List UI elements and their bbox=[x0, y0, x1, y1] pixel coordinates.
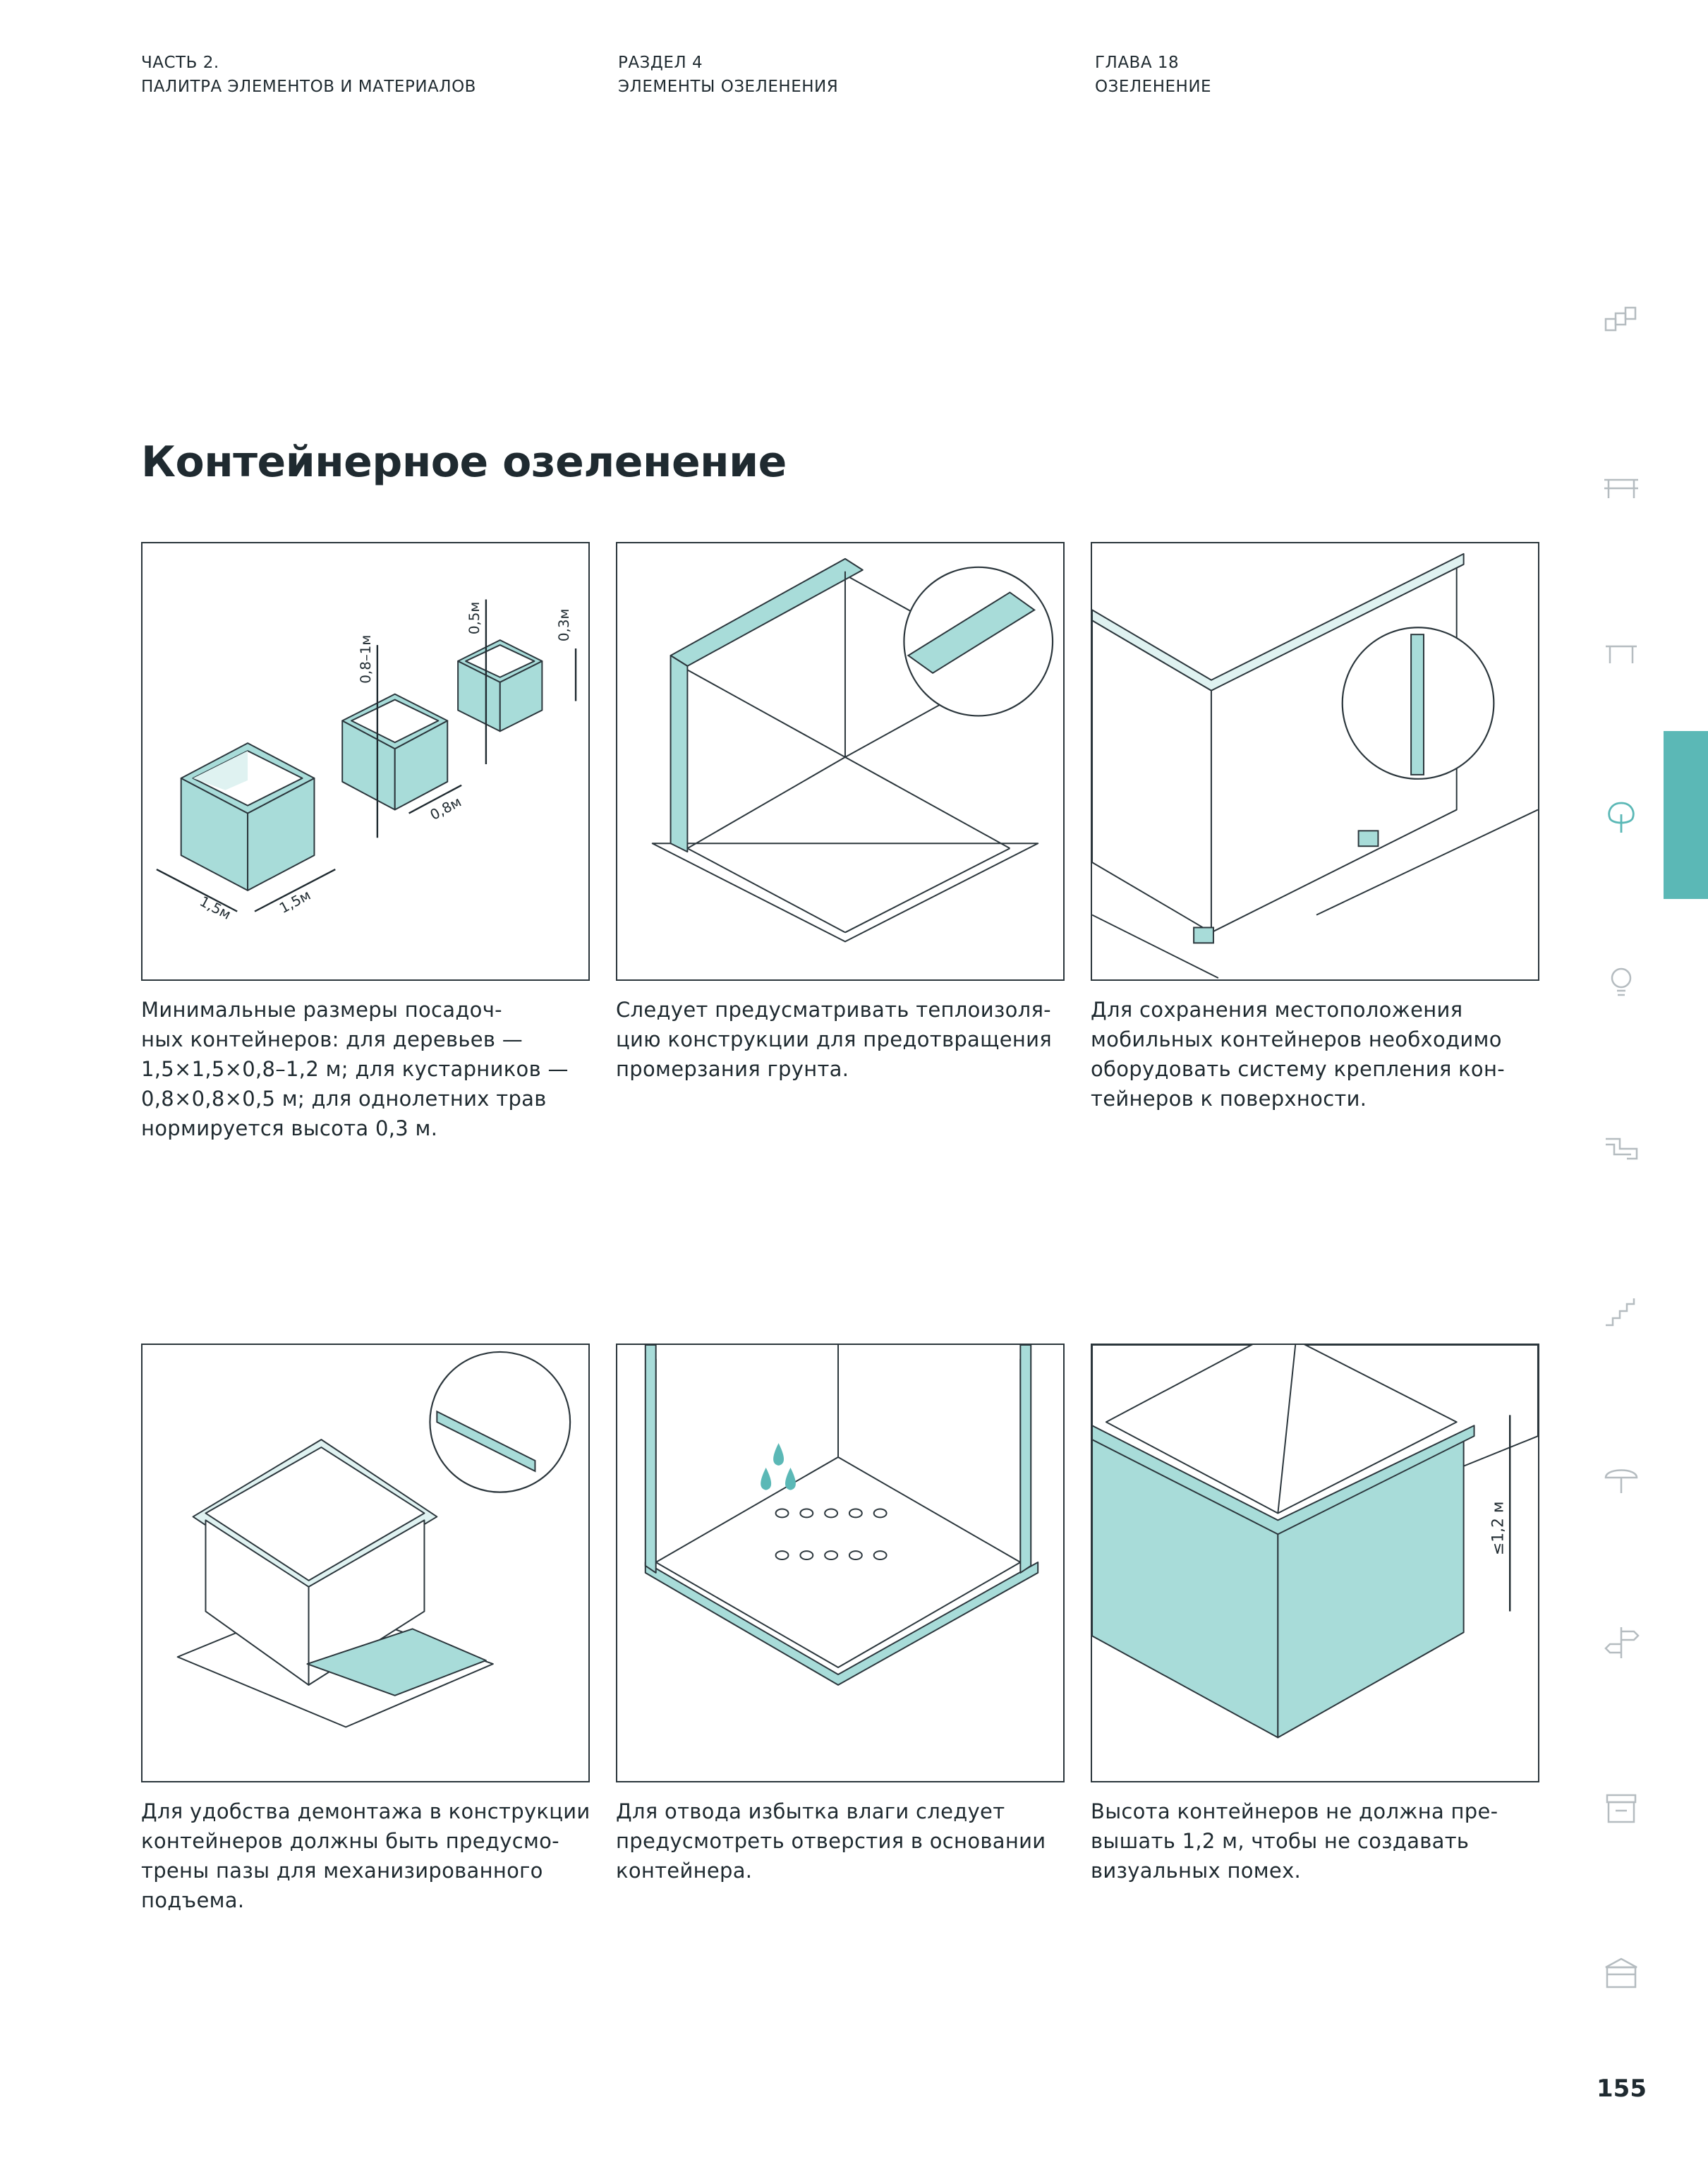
header-section-number: РАЗДЕЛ 4 bbox=[618, 54, 703, 72]
pavilion-icon[interactable] bbox=[1601, 1953, 1641, 1993]
header-chapter-number: ГЛАВА 18 bbox=[1095, 54, 1180, 72]
caption-line: подъема. bbox=[141, 1888, 245, 1912]
page-number: 155 bbox=[1597, 2075, 1647, 2103]
caption-line: Высота контейнеров не должна пре- bbox=[1091, 1799, 1498, 1823]
illustration-container-sizes: 1,5м 1,5м 0,8–1м 0,8м 0,5м 0,3м bbox=[141, 542, 590, 981]
caption-drainage: Для отвода избытка влаги следует предусм… bbox=[616, 1797, 1074, 1885]
container-sizes-drawing: 1,5м 1,5м 0,8–1м 0,8м 0,5м 0,3м bbox=[156, 599, 577, 923]
caption-insulation: Следует предусматривать теплоизоля- цию … bbox=[616, 995, 1074, 1084]
caption-container-sizes: Минимальные размеры посадоч- ных контейн… bbox=[141, 995, 600, 1143]
illustration-max-height: ≤1,2 м bbox=[1091, 1344, 1539, 1782]
illustration-insulation bbox=[616, 542, 1065, 981]
header-part: ЧАСТЬ 2. ПАЛИТРА ЭЛЕМЕНТОВ И МАТЕРИАЛОВ bbox=[141, 51, 476, 99]
header-chapter-title: ОЗЕЛЕНЕНИЕ bbox=[1095, 78, 1212, 96]
dim-h2-label: 0,5м bbox=[466, 602, 483, 635]
caption-line: Для удобства демонтажа в конструкции bbox=[141, 1799, 590, 1823]
caption-line: Минимальные размеры посадоч- bbox=[141, 998, 502, 1022]
caption-line: оборудовать систему крепления кон- bbox=[1091, 1057, 1505, 1081]
dim-w3-label: 0,8м bbox=[428, 794, 464, 823]
caption-line: Для сохранения местоположения bbox=[1091, 998, 1463, 1022]
max-height-drawing: ≤1,2 м bbox=[1092, 1345, 1538, 1739]
insulation-drawing bbox=[651, 557, 1054, 943]
dim-w2-label: 1,5м bbox=[277, 887, 313, 917]
caption-line: 1,5×1,5×0,8–1,2 м; для кустарников — bbox=[141, 1057, 569, 1081]
table-icon[interactable] bbox=[1601, 632, 1641, 672]
dim-h1-label: 0,8–1м bbox=[358, 635, 374, 684]
dim-w1-label: 1,5м bbox=[197, 893, 234, 923]
caption-line: предусмотреть отверстия в основании bbox=[616, 1829, 1046, 1853]
header-section: РАЗДЕЛ 4 ЭЛЕМЕНТЫ ОЗЕЛЕНЕНИЯ bbox=[618, 51, 838, 99]
caption-line: тейнеров к поверхности. bbox=[1091, 1087, 1367, 1111]
caption-line: Для отвода избытка влаги следует bbox=[616, 1799, 1005, 1823]
illustration-lifting-slots bbox=[141, 1344, 590, 1782]
illustration-fixation bbox=[1091, 542, 1539, 981]
active-section-tab[interactable] bbox=[1664, 731, 1708, 899]
stairs-icon[interactable] bbox=[1601, 1293, 1641, 1332]
bench-icon[interactable] bbox=[1601, 467, 1641, 507]
caption-fixation: Для сохранения местоположения мобильных … bbox=[1091, 995, 1549, 1113]
caption-line: мобильных контейнеров необходимо bbox=[1091, 1027, 1502, 1051]
header-part-number: ЧАСТЬ 2. bbox=[141, 54, 219, 72]
caption-line: контейнеров должны быть предусмо- bbox=[141, 1829, 559, 1853]
caption-line: 0,8×0,8×0,5 м; для однолетних трав bbox=[141, 1087, 547, 1111]
header-section-title: ЭЛЕМЕНТЫ ОЗЕЛЕНЕНИЯ bbox=[618, 78, 839, 96]
illustration-drainage bbox=[616, 1344, 1065, 1782]
caption-line: трены пазы для механизированного bbox=[141, 1859, 543, 1883]
lightbulb-icon[interactable] bbox=[1601, 962, 1641, 1002]
dim-max-height-label: ≤1,2 м bbox=[1489, 1502, 1507, 1555]
caption-line: нормируется высота 0,3 м. bbox=[141, 1116, 438, 1140]
caption-max-height: Высота контейнеров не должна пре- вышать… bbox=[1091, 1797, 1549, 1885]
caption-line: вышать 1,2 м, чтобы не создавать bbox=[1091, 1829, 1470, 1853]
caption-line: Следует предусматривать теплоизоля- bbox=[616, 998, 1051, 1022]
tree-icon[interactable] bbox=[1601, 797, 1641, 837]
kiosk-icon[interactable] bbox=[1601, 1788, 1641, 1828]
lifting-slots-drawing bbox=[176, 1351, 571, 1728]
umbrella-icon[interactable] bbox=[1601, 1458, 1641, 1497]
drainage-drawing bbox=[644, 1345, 1039, 1686]
caption-line: визуальных помех. bbox=[1091, 1859, 1302, 1883]
caption-lifting-slots: Для удобства демонтажа в конструкции кон… bbox=[141, 1797, 600, 1915]
caption-line: промерзания грунта. bbox=[616, 1057, 849, 1081]
caption-line: ных контейнеров: для деревьев — bbox=[141, 1027, 523, 1051]
header-part-title: ПАЛИТРА ЭЛЕМЕНТОВ И МАТЕРИАЛОВ bbox=[141, 78, 476, 96]
page-title: Контейнерное озеленение bbox=[141, 437, 787, 487]
caption-line: цию конструкции для предотвращения bbox=[616, 1027, 1053, 1051]
header-chapter: ГЛАВА 18 ОЗЕЛЕНЕНИЕ bbox=[1095, 51, 1211, 99]
pipe-icon[interactable] bbox=[1601, 1128, 1641, 1167]
caption-line: контейнера. bbox=[616, 1859, 753, 1883]
dim-h3-label: 0,3м bbox=[556, 609, 572, 642]
fixation-drawing bbox=[1092, 553, 1538, 979]
blocks-icon[interactable] bbox=[1601, 302, 1641, 342]
signpost-icon[interactable] bbox=[1601, 1623, 1641, 1662]
